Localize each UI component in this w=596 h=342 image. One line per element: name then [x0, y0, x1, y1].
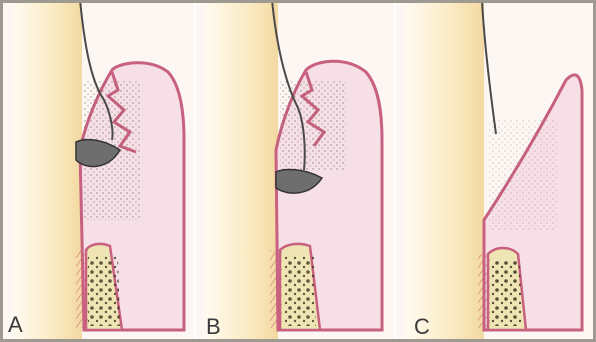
tooth-root-b: [206, 0, 278, 342]
panel-b: [206, 0, 382, 342]
panel-label-c: C: [414, 316, 430, 338]
pdl-fibers-b: [270, 250, 282, 328]
bone-texture-b: [284, 256, 316, 326]
pdl-fibers-c: [478, 254, 490, 328]
panel-a: [14, 0, 184, 342]
pdl-fibers-a: [76, 250, 88, 328]
bone-texture-c: [490, 260, 522, 326]
tooth-root-c: [406, 0, 484, 342]
panel-c: [406, 0, 582, 342]
inflamed-tissue-c: [488, 120, 558, 230]
panel-label-b: B: [206, 316, 221, 338]
inflamed-tissue-b: [280, 80, 346, 170]
panel-label-a: A: [8, 314, 23, 336]
tooth-root-a: [14, 0, 82, 342]
bone-texture-a: [88, 256, 120, 326]
instrument-line-c: [482, 0, 496, 134]
